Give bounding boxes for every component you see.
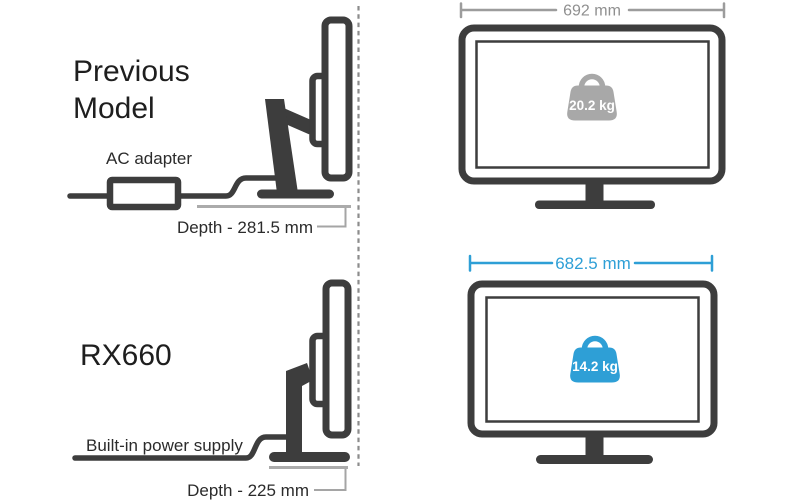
weight-icon-handle bbox=[581, 335, 609, 350]
ac-adapter-box bbox=[106, 176, 182, 211]
monitor-inner-frame bbox=[475, 40, 710, 169]
rx660-front-view: 682.5 mm 14.2 kg bbox=[467, 254, 718, 464]
weight-label: 20.2 kg bbox=[569, 98, 615, 113]
weight-label: 14.2 kg bbox=[572, 359, 618, 374]
stand-base bbox=[269, 452, 350, 462]
power-cable bbox=[67, 175, 289, 199]
stand-neck bbox=[585, 180, 604, 202]
power-cable bbox=[72, 434, 290, 461]
previous-model-title-line1: Previous bbox=[73, 55, 190, 88]
width-label: 692 mm bbox=[563, 3, 621, 20]
ac-adapter-label: AC adapter bbox=[106, 149, 192, 168]
weight-bag-icon: 20.2 kg bbox=[567, 73, 617, 121]
depth-measure-bracket bbox=[314, 469, 347, 491]
weight-icon-handle bbox=[578, 73, 606, 88]
previous-model-title-line2: Model bbox=[73, 92, 155, 125]
stand-column bbox=[286, 363, 313, 455]
stand-neck bbox=[585, 433, 604, 456]
width-label: 682.5 mm bbox=[555, 254, 631, 273]
weight-bag-icon: 14.2 kg bbox=[570, 335, 620, 383]
stand-base bbox=[536, 455, 653, 464]
stand-base bbox=[257, 189, 334, 199]
rx660-title: RX660 bbox=[80, 339, 172, 372]
monitor-panel-side bbox=[321, 16, 353, 182]
stand-base bbox=[535, 200, 655, 209]
previous-model-side-view: Previous Model AC adapter Depth - 281.5 … bbox=[67, 16, 353, 237]
built-in-power-label: Built-in power supply bbox=[86, 436, 243, 455]
depth-label: Depth - 281.5 mm bbox=[177, 218, 313, 237]
rx660-side-view: RX660 Built-in power supply Depth - 225 … bbox=[72, 279, 352, 500]
previous-model-front-view: 692 mm 20.2 kg bbox=[458, 2, 726, 209]
stand-column bbox=[265, 99, 298, 193]
monitor-inner-frame bbox=[485, 296, 700, 423]
weight-icon-body bbox=[570, 347, 620, 383]
depth-measure-bracket bbox=[317, 208, 347, 228]
weight-icon-body bbox=[567, 85, 617, 121]
monitor-panel-side bbox=[322, 279, 352, 439]
depth-label: Depth - 225 mm bbox=[187, 481, 309, 500]
